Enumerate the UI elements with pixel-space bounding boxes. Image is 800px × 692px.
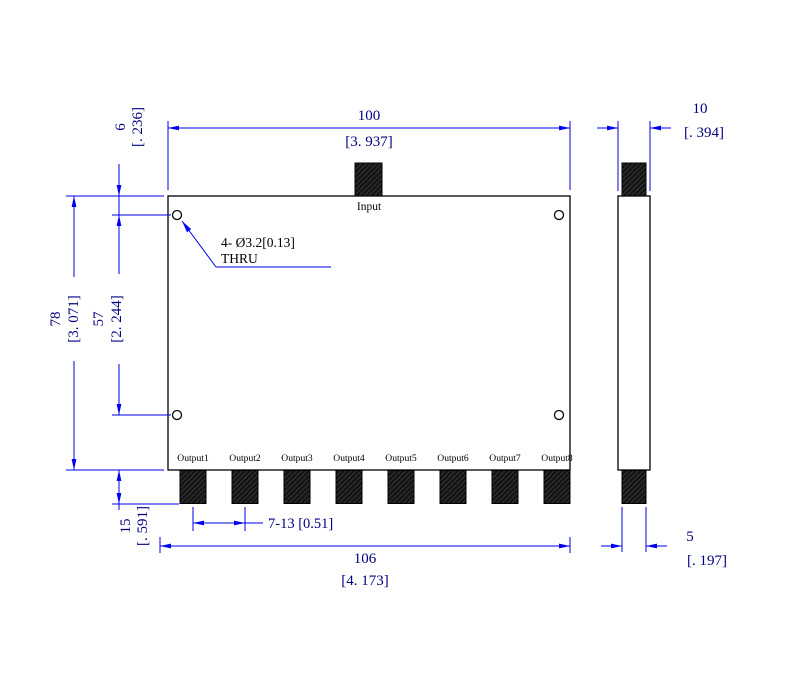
side-view-body [617, 195, 651, 471]
side-top-connector [621, 162, 647, 197]
dim-edge-to-hole-mm: 6 [113, 123, 129, 131]
dim-port-pitch: 7-13 [0.51] [268, 516, 333, 532]
dimension-lines [73, 127, 671, 547]
dim-overall-width-inch: [4. 173] [341, 573, 389, 589]
output-connector-2 [231, 470, 259, 504]
dim-height-inch: [3. 071] [66, 295, 82, 343]
output-connector-6 [439, 470, 467, 504]
output-port-label-3: Output3 [281, 453, 313, 464]
output-port-label-6: Output6 [437, 453, 469, 464]
side-bottom-connector [621, 470, 647, 504]
dim-connector-length-inch: [. 591] [135, 506, 151, 546]
input-port-label: Input [357, 201, 382, 213]
front-view [167, 162, 571, 504]
hole-callout-arrow [182, 221, 192, 233]
mounting-hole-bottom-right [553, 409, 565, 421]
output-connector-5 [387, 470, 415, 504]
witness-lines [66, 121, 651, 553]
output-connector-3 [283, 470, 311, 504]
dim-edge-to-hole-inch: [. 236] [130, 107, 146, 147]
input-connector [354, 162, 383, 197]
output-connector-1 [179, 470, 207, 504]
output-port-label-2: Output2 [229, 453, 261, 464]
dim-depth-inch: [. 394] [684, 125, 724, 141]
dim-hole-spacing-inch: [2. 244] [109, 295, 125, 343]
mounting-hole-bottom-left [171, 409, 183, 421]
side-view [617, 162, 651, 504]
dim-depth-mm: 10 [693, 101, 708, 117]
output-port-label-1: Output1 [177, 453, 209, 464]
dim-connector-width-inch: [. 197] [687, 553, 727, 569]
mounting-hole-top-left [171, 209, 183, 221]
hole-callout-line2: THRU [221, 251, 258, 266]
dim-connector-width-mm: 5 [686, 529, 694, 545]
output-connector-4 [335, 470, 363, 504]
front-view-body [167, 195, 571, 471]
dim-hole-spacing-mm: 57 [91, 311, 107, 327]
output-connectors [179, 470, 571, 504]
dim-height-mm: 78 [48, 312, 64, 327]
dim-width-inch: [3. 937] [345, 134, 393, 150]
output-connector-7 [491, 470, 519, 504]
dim-width-mm: 100 [358, 108, 381, 124]
output-port-label-7: Output7 [489, 453, 521, 464]
dim-connector-length-mm: 15 [118, 519, 134, 534]
dim-overall-width-mm: 106 [354, 551, 377, 567]
output-connector-8 [543, 470, 571, 504]
hole-callout-line1: 4- Ø3.2[0.13] [221, 235, 295, 250]
output-port-label-8: Output8 [541, 453, 573, 464]
output-port-label-5: Output5 [385, 453, 417, 464]
dimension-arrows [71, 125, 661, 549]
output-port-label-4: Output4 [333, 453, 365, 464]
mounting-hole-top-right [553, 209, 565, 221]
